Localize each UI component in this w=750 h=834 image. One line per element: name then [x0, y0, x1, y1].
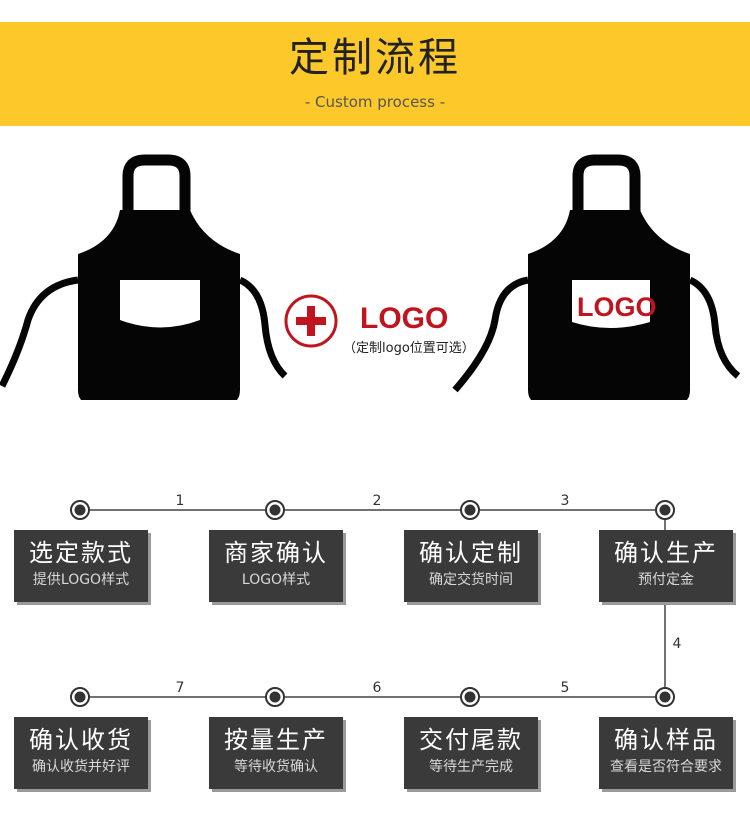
- step-title: 确认定制: [419, 539, 523, 567]
- logo-position-note: （定制logo位置可选）: [343, 341, 475, 356]
- step-subtitle: 等待生产完成: [429, 759, 513, 775]
- apron-plain-image: [0, 154, 288, 400]
- step-card-select-style: 选定款式 提供LOGO样式: [14, 530, 148, 602]
- pocket-logo-label: LOGO: [577, 292, 657, 322]
- connector-number-3: 3: [560, 493, 570, 509]
- connector-number-5: 5: [560, 680, 570, 696]
- header-banner: [0, 22, 750, 126]
- step-card-merchant-confirm: 商家确认 LOGO样式: [209, 530, 343, 602]
- step-card-confirm-receipt: 确认收货 确认收货并好评: [14, 717, 148, 789]
- connector-number-4: 4: [672, 636, 682, 652]
- step-subtitle: 确认收货并好评: [32, 759, 130, 775]
- page-subtitle: - Custom process -: [304, 93, 446, 111]
- step-title: 商家确认: [224, 539, 328, 567]
- logo-label: LOGO: [360, 302, 449, 335]
- step-title: 确认收货: [29, 726, 133, 754]
- connector-number-7: 7: [175, 680, 185, 696]
- step-title: 交付尾款: [419, 726, 523, 754]
- step-card-confirm-custom: 确认定制 确定交货时间: [404, 530, 538, 602]
- step-card-confirm-production: 确认生产 预付定金: [599, 530, 733, 602]
- step-title: 确认生产: [614, 539, 718, 567]
- step-subtitle: 预付定金: [638, 572, 694, 588]
- plus-icon: [284, 294, 338, 348]
- connector-number-2: 2: [372, 493, 382, 509]
- step-subtitle: 等待收货确认: [234, 759, 318, 775]
- step-subtitle: 确定交货时间: [429, 572, 513, 588]
- step-subtitle: LOGO样式: [241, 572, 311, 588]
- step-title: 确认样品: [614, 726, 718, 754]
- step-subtitle: 查看是否符合要求: [610, 759, 722, 775]
- step-card-final-payment: 交付尾款 等待生产完成: [404, 717, 538, 789]
- step-title: 按量生产: [224, 726, 328, 754]
- step-card-mass-production: 按量生产 等待收货确认: [209, 717, 343, 789]
- step-card-confirm-sample: 确认样品 查看是否符合要求: [599, 717, 733, 789]
- page-title: 定制流程: [289, 35, 461, 81]
- step-title: 选定款式: [29, 539, 133, 567]
- apron-logo-image: [452, 154, 741, 400]
- step-subtitle: 提供LOGO样式: [32, 572, 130, 588]
- flow-node: [70, 500, 675, 707]
- connector-number-6: 6: [372, 680, 382, 696]
- connector-number-1: 1: [175, 493, 185, 509]
